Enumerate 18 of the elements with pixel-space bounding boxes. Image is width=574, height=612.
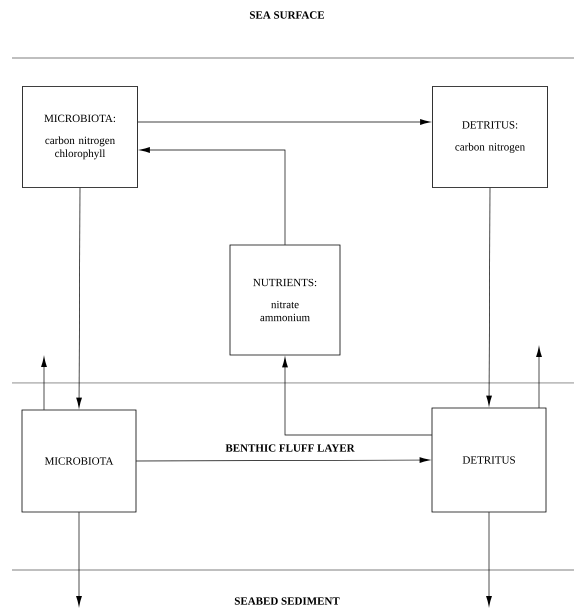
arrow — [136, 457, 430, 463]
layer-label: BENTHIC FLUFF LAYER — [226, 444, 355, 452]
compartment-box: MICROBIOTA: carbon nitrogen chlorophyll — [22, 86, 138, 188]
arrow — [486, 512, 492, 606]
arrow — [140, 147, 286, 245]
compartment-box: NUTRIENTS: nitrate ammonium — [230, 244, 340, 356]
compartment-box: MICROBIOTA — [22, 410, 136, 512]
arrow — [41, 356, 47, 410]
arrow — [282, 357, 432, 436]
arrow — [76, 512, 82, 606]
arrow — [76, 188, 82, 408]
arrow — [486, 188, 492, 406]
arrow — [536, 346, 542, 408]
compartment-box: DETRITUS: carbon nitrogen — [432, 86, 548, 188]
layer-label: SEABED SEDIMENT — [234, 597, 340, 605]
compartment-box: DETRITUS — [432, 408, 546, 512]
arrow — [138, 119, 430, 125]
layer-label: SEA SURFACE — [250, 11, 324, 19]
